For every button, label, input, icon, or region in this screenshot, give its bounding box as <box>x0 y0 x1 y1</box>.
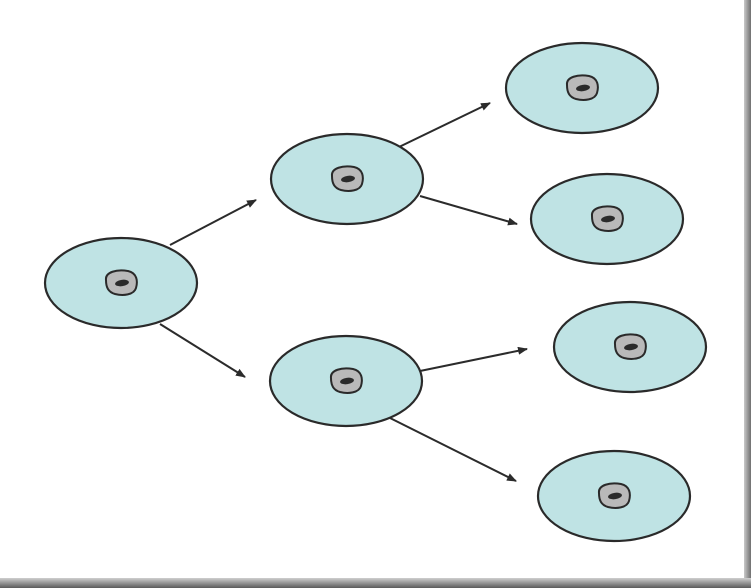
division-arrows <box>159 102 528 482</box>
cell-gen3-2 <box>529 172 685 266</box>
frame-edge-bottom <box>0 578 751 588</box>
cell-gen2-upper <box>269 132 425 226</box>
nucleolus <box>341 175 355 183</box>
division-arrow <box>389 417 517 482</box>
nucleolus <box>624 343 638 351</box>
nucleolus <box>340 377 354 385</box>
division-arrow <box>159 323 246 378</box>
cell-gen3-3 <box>552 300 708 394</box>
nucleolus <box>608 492 622 500</box>
frame-edge-right <box>744 0 751 588</box>
cell-gen3-4 <box>536 449 692 543</box>
division-arrow <box>419 346 528 372</box>
division-arrow <box>398 102 491 148</box>
cell-gen2-lower <box>268 334 424 428</box>
division-arrow <box>169 199 257 246</box>
cell-gen3-1 <box>504 41 660 135</box>
nucleolus <box>601 215 615 223</box>
cell-gen1 <box>43 236 199 330</box>
nucleolus <box>115 279 129 287</box>
division-arrow <box>419 195 518 226</box>
cells <box>43 41 708 543</box>
nucleolus <box>576 84 590 92</box>
